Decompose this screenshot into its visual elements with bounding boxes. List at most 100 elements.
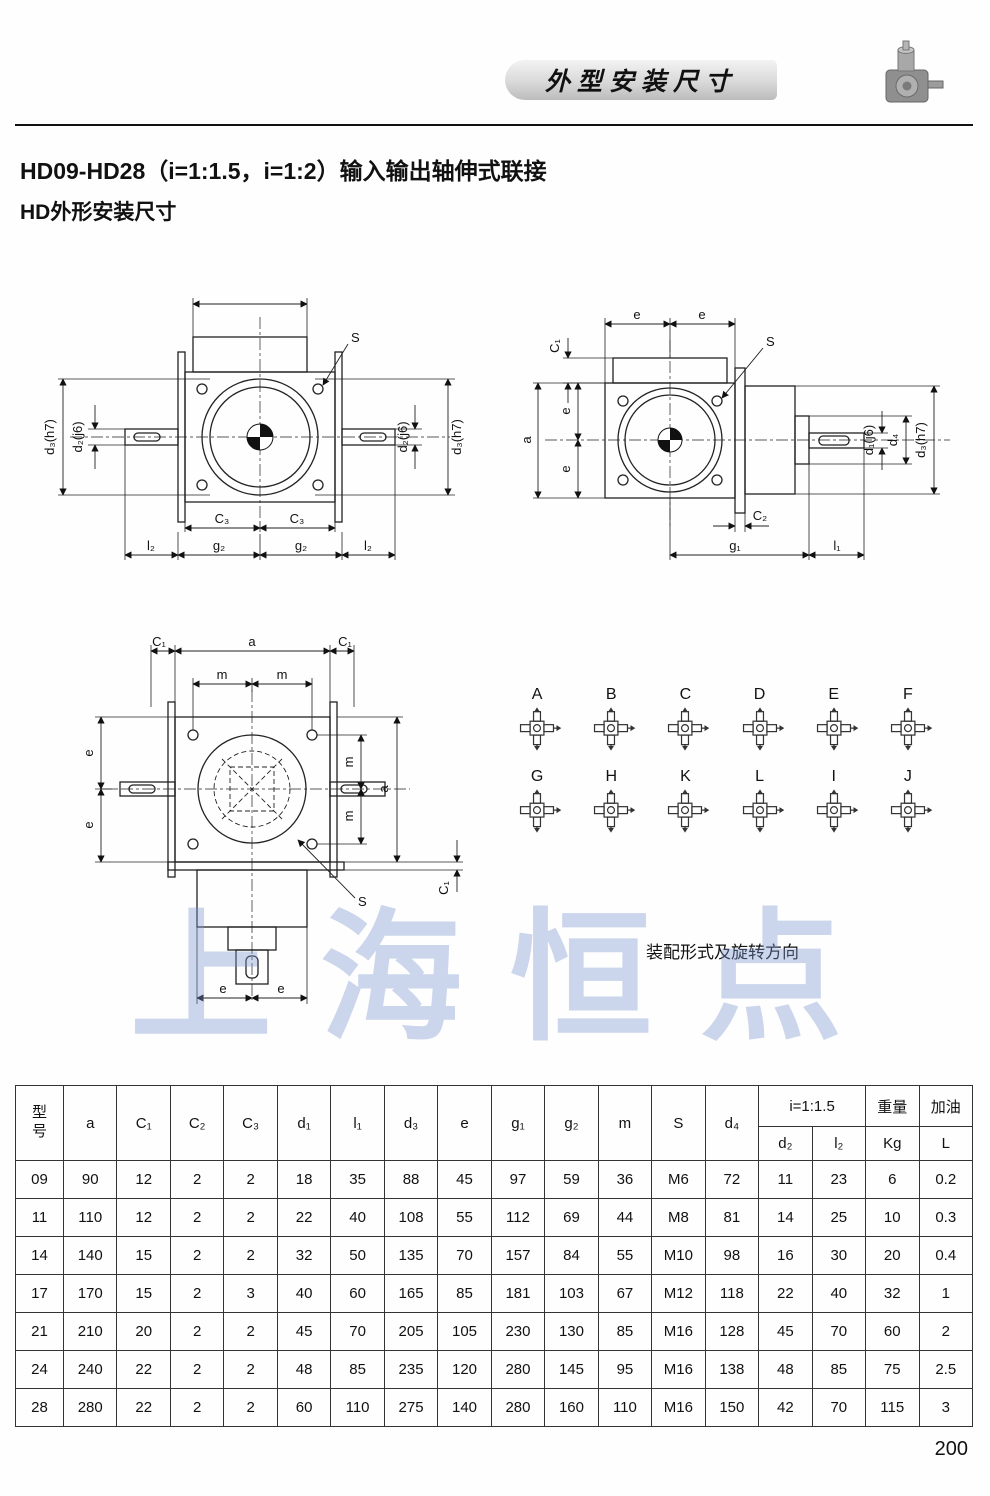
table-cell: 140	[437, 1388, 492, 1427]
gearbox-assembly-icon	[890, 706, 933, 752]
table-cell: 2	[223, 1160, 278, 1199]
dimension-table: 型 号 a C₁ C₂ C₃ d₁ l₁ d₃ e g₁ g₂ m S d₄ i…	[15, 1085, 973, 1427]
assembly-option-label: A	[531, 686, 543, 703]
table-cell: 280	[490, 1388, 546, 1427]
gearbox-assembly-icon	[816, 706, 859, 752]
table-cell: M16	[651, 1350, 706, 1389]
table-cell: M12	[651, 1274, 706, 1313]
table-cell: 128	[704, 1312, 760, 1351]
table-cell: 110	[330, 1388, 385, 1427]
drawing-bottom-view: C₁ a C₁ m m e e m m a C₁ e e S	[81, 634, 463, 1004]
dim-label-g1: g₁	[729, 538, 741, 553]
table-cell: 67	[597, 1274, 653, 1313]
assembly-option-label: K	[680, 768, 691, 785]
page-header-banner: 外型安装尺寸	[505, 60, 777, 100]
table-cell: 20	[865, 1236, 920, 1275]
table-cell: 69	[544, 1198, 599, 1237]
table-cell: 90	[62, 1160, 118, 1199]
table-cell: 85	[597, 1312, 653, 1351]
table-cell: M10	[651, 1236, 706, 1275]
dim-label-d2j6-left: d₂(j6)	[70, 421, 85, 452]
assembly-option: I	[797, 768, 871, 834]
dim-label-g2-right: g₂	[295, 538, 307, 553]
gearbox-assembly-icon	[816, 788, 859, 834]
dim-label-d1j6: d₁(j6)	[861, 425, 876, 455]
table-cell: 160	[544, 1388, 599, 1427]
table-cell: 150	[704, 1388, 760, 1427]
col-header-d1: d₁	[276, 1085, 332, 1161]
table-cell: 0.3	[918, 1198, 973, 1237]
assembly-option-label: B	[605, 686, 617, 703]
table-cell: 40	[276, 1274, 332, 1313]
table-cell: 115	[865, 1388, 920, 1427]
col-header-m: m	[597, 1085, 653, 1161]
table-cell: 09	[15, 1160, 64, 1199]
dim-label-l2-right: l₂	[364, 538, 372, 553]
table-cell: 55	[437, 1198, 492, 1237]
table-cell: 40	[811, 1274, 867, 1313]
table-cell: 120	[437, 1350, 492, 1389]
gearbox-assembly-icon	[668, 788, 711, 834]
table-cell: 72	[704, 1160, 760, 1199]
table-cell: 10	[865, 1198, 920, 1237]
gearbox-assembly-icon	[520, 788, 562, 834]
table-cell: 45	[437, 1160, 492, 1199]
table-cell: 60	[330, 1274, 385, 1313]
col-header-e: e	[437, 1085, 492, 1161]
dim-label-s: S	[358, 894, 367, 909]
table-cell: 97	[490, 1160, 546, 1199]
table-cell: 14	[15, 1236, 64, 1275]
dim-label-d3h7: d₃(h7)	[913, 422, 928, 458]
col-header-c3: C₃	[223, 1085, 278, 1161]
table-cell: 84	[544, 1236, 599, 1275]
table-cell: 2	[223, 1350, 278, 1389]
assembly-option-label: G	[530, 768, 544, 785]
assembly-option: E	[797, 686, 871, 752]
dim-label-d2j6-right: d₂(j6)	[395, 421, 410, 452]
assembly-option: G	[500, 768, 574, 834]
center-mark	[246, 423, 274, 451]
dim-label-s: S	[766, 334, 775, 349]
table-cell: 28	[15, 1388, 64, 1427]
table-cell: 20	[116, 1312, 171, 1351]
table-cell: 2.5	[918, 1350, 973, 1389]
assembly-option-label: F	[903, 686, 913, 703]
table-cell: 16	[758, 1236, 813, 1275]
drawing-front-view: d₃(h7) d₂(j6) d₂(j6) d₃(h7) S C₃ C₃ l₂ g…	[42, 298, 464, 560]
dim-label-m-top2: m	[277, 667, 288, 682]
assembly-option-label: L	[755, 768, 765, 785]
table-cell: 0.2	[918, 1160, 973, 1199]
table-cell: 108	[383, 1198, 439, 1237]
dim-label-e-left2: e	[81, 821, 96, 828]
assembly-option: K	[648, 768, 722, 834]
col-header-model: 型 号	[15, 1085, 64, 1161]
table-cell: 81	[704, 1198, 760, 1237]
dim-label-c1-top: C₁	[547, 339, 562, 353]
col-header-s: S	[651, 1085, 706, 1161]
col-header-ratio: i=1:1.5	[758, 1085, 867, 1127]
dim-label-a-left: a	[520, 436, 534, 444]
assembly-option: J	[871, 768, 945, 834]
table-cell: 85	[330, 1350, 385, 1389]
table-cell: 105	[437, 1312, 492, 1351]
table-cell: 30	[811, 1236, 867, 1275]
table-cell: 36	[597, 1160, 653, 1199]
table-cell: 275	[383, 1388, 439, 1427]
col-header-c2: C₂	[169, 1085, 225, 1161]
assembly-option-label: D	[753, 686, 766, 703]
table-cell: 40	[330, 1198, 385, 1237]
dim-label-c1-topright: C₁	[338, 634, 352, 649]
col-header-d4: d₄	[704, 1085, 760, 1161]
table-cell: 130	[544, 1312, 599, 1351]
table-cell: 2	[169, 1198, 225, 1237]
assembly-option: L	[722, 768, 796, 834]
table-cell: 2	[223, 1312, 278, 1351]
center-mark	[657, 427, 683, 453]
dim-label-d3h7-right: d₃(h7)	[449, 419, 464, 455]
dim-label-d4: d₄	[885, 434, 900, 447]
dim-label-e-left2: e	[558, 465, 573, 472]
table-cell: 59	[544, 1160, 599, 1199]
dim-label-g2-left: g₂	[213, 538, 225, 553]
